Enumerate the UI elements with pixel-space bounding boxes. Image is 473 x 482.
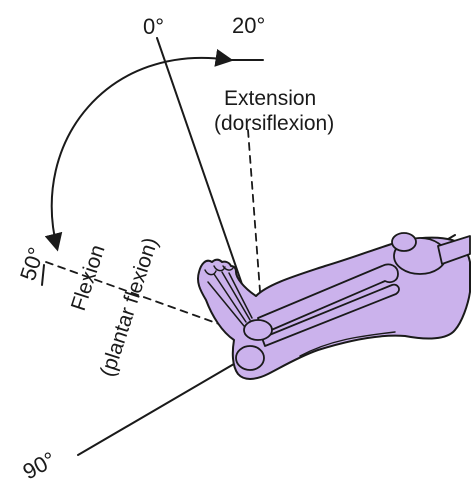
dorsiflexion-label: (dorsiflexion) [214, 112, 334, 135]
flexion-angle-label: 50° [15, 244, 49, 283]
patella [392, 233, 416, 251]
neutral-angle-label: 0° [143, 14, 164, 39]
extension-angle-label: 20° [232, 13, 265, 38]
flexion-label: Flexion [67, 242, 110, 313]
calcaneus-bone [236, 346, 264, 370]
extension-20-degree-dashed-line [248, 130, 262, 318]
leg-axis-angle-label: 90° [19, 447, 60, 482]
extension-label: Extension [224, 87, 316, 110]
talus-bone [244, 320, 272, 340]
range-of-motion-arc-arrow [52, 58, 230, 248]
leg-and-foot-illustration [198, 233, 470, 379]
